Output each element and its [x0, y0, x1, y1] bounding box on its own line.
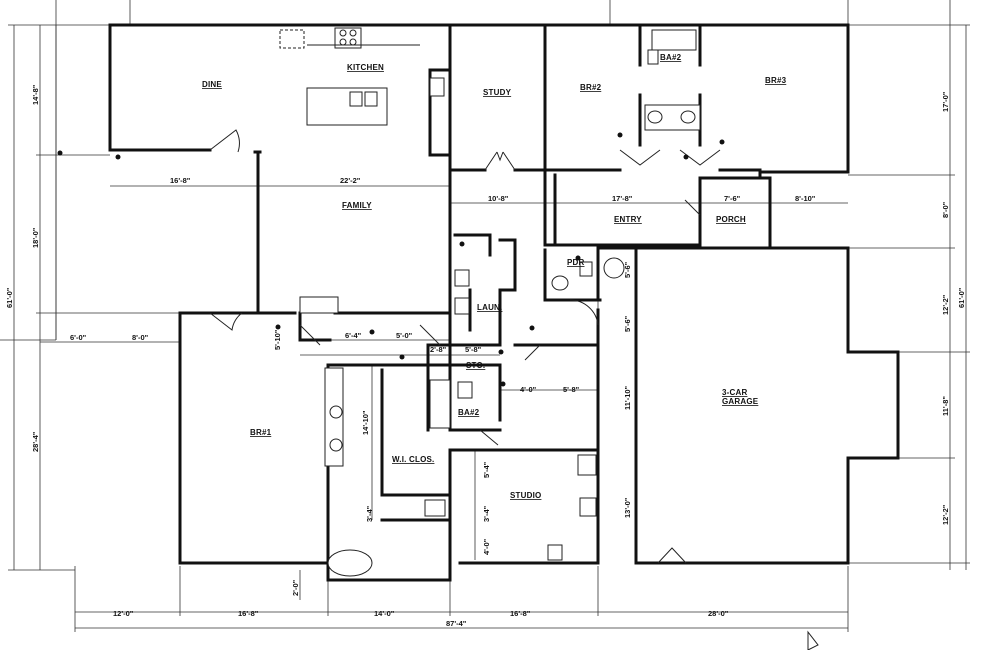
- dim-left-14-8: 14'-8": [31, 84, 40, 105]
- dim-10-8: 10'-8": [488, 194, 509, 203]
- room-garage: 3-CAR: [722, 388, 747, 397]
- dim-7-6: 7'-6": [724, 194, 741, 203]
- dim-bottom-12-0: 12'-0": [113, 609, 134, 618]
- room-studio: STUDIO: [510, 491, 541, 500]
- dim-left-18-0: 18'-0": [31, 227, 40, 248]
- dim-right-8-0: 8'-0": [941, 201, 950, 218]
- dim-4-0: 4'-0": [520, 385, 537, 394]
- room-dine: DINE: [202, 80, 222, 89]
- dim-5-8a: 5'-8": [465, 345, 482, 354]
- room-pdr: PDR: [567, 258, 585, 267]
- dim-5-10: 5'-10": [273, 329, 282, 350]
- dim-22-2: 22'-2": [340, 176, 361, 185]
- dim-bottom-28-0: 28'-0": [708, 609, 729, 618]
- powder-sink: [551, 275, 569, 291]
- room-garage-2: GARAGE: [722, 397, 759, 406]
- dim-5-0: 5'-0": [396, 331, 413, 340]
- dim-8-0: 8'-0": [132, 333, 149, 342]
- dim-8-10: 8'-10": [795, 194, 816, 203]
- dimension-labels: 16'-8" 22'-2" 10'-8" 17'-8" 7'-6" 8'-10"…: [5, 84, 966, 628]
- dim-left-28-4: 28'-4": [31, 431, 40, 452]
- dim-6-0: 6'-0": [70, 333, 87, 342]
- dim-14-10: 14'-10": [361, 410, 370, 435]
- dim-5-4: 5'-4": [482, 461, 491, 478]
- dim-3-4a: 3'-4": [365, 505, 374, 522]
- fixtures: [57, 27, 819, 650]
- dim-2-0: 2'-0": [291, 579, 300, 596]
- dim-bottom-14-0: 14'-0": [374, 609, 395, 618]
- dim-16-8-top: 16'-8": [170, 176, 191, 185]
- room-labels: DINE KITCHEN FAMILY STUDY BR#2 BA#2 BR#3…: [202, 53, 787, 500]
- dim-bottom-total: 87'-4": [446, 619, 467, 628]
- dim-right-17-0: 17'-0": [941, 91, 950, 112]
- dim-right-12-2b: 12'-2": [941, 504, 950, 525]
- dim-bottom-16-8b: 16'-8": [510, 609, 531, 618]
- dim-17-8: 17'-8": [612, 194, 633, 203]
- room-laun: LAUN.: [477, 303, 502, 312]
- room-bath2: BA#2: [660, 53, 682, 62]
- room-sto: STO.: [466, 361, 485, 370]
- dim-5-6a: 5'-6": [623, 261, 632, 278]
- dim-4-0b: 4'-0": [482, 538, 491, 555]
- room-bath2b: BA#2: [458, 408, 480, 417]
- room-family: FAMILY: [342, 201, 372, 210]
- range: [334, 27, 362, 49]
- dim-13-0: 13'-0": [623, 497, 632, 518]
- dim-2-8: 2'-8": [430, 345, 447, 354]
- dim-right-12-2a: 12'-2": [941, 294, 950, 315]
- tub: [651, 29, 697, 51]
- walls: [108, 23, 900, 582]
- dim-11-10: 11'-10": [623, 385, 632, 410]
- room-br2: BR#2: [580, 83, 602, 92]
- room-br3: BR#3: [765, 76, 787, 85]
- dim-5-6b: 5'-6": [623, 315, 632, 332]
- dim-left-61-0: 61'-0": [5, 287, 14, 308]
- room-kitchen: KITCHEN: [347, 63, 384, 72]
- room-study: STUDY: [483, 88, 512, 97]
- dim-3-4b: 3'-4": [482, 505, 491, 522]
- dim-6-4: 6'-4": [345, 331, 362, 340]
- dim-5-8b: 5'-8": [563, 385, 580, 394]
- room-br1: BR#1: [250, 428, 272, 437]
- room-entry: ENTRY: [614, 215, 642, 224]
- dim-bottom-16-8a: 16'-8": [238, 609, 259, 618]
- dim-right-11-8: 11'-8": [941, 396, 950, 416]
- room-wiclos: W.I. CLOS.: [392, 455, 434, 464]
- room-porch: PORCH: [716, 215, 746, 224]
- soaking-tub: [327, 549, 373, 577]
- dim-right-61-0: 61'-0": [957, 287, 966, 308]
